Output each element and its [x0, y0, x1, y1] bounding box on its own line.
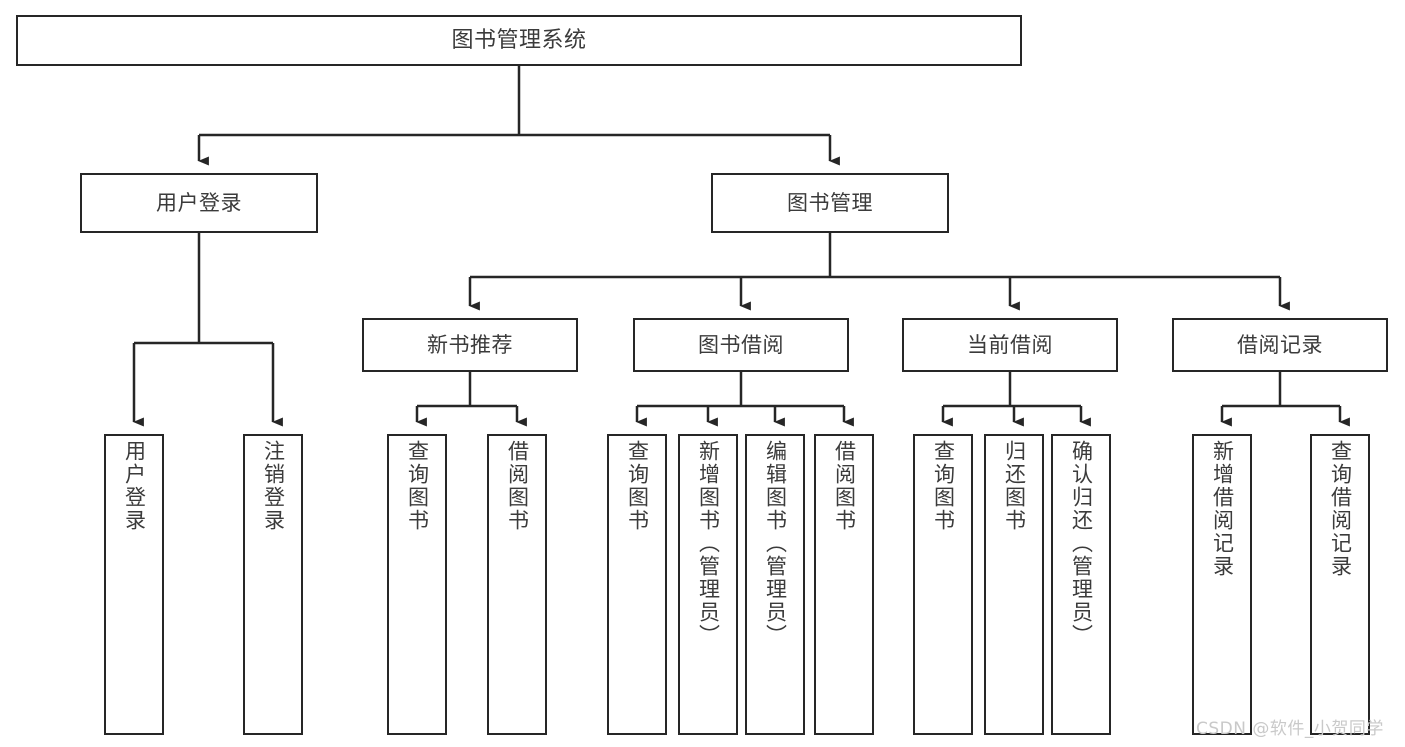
node-leaf-query-book-3-label: 查询图书 — [931, 440, 956, 532]
node-current-borrow[interactable]: 当前借阅 — [902, 318, 1118, 372]
node-book-borrow[interactable]: 图书借阅 — [633, 318, 849, 372]
node-leaf-confirm-return[interactable]: 确认归还（管理员） — [1051, 434, 1111, 735]
node-leaf-borrow-book-2[interactable]: 借阅图书 — [814, 434, 874, 735]
node-current-borrow-label: 当前借阅 — [967, 332, 1053, 357]
node-leaf-add-record-label: 新增借阅记录 — [1210, 440, 1235, 578]
node-user-login-label: 用户登录 — [156, 190, 242, 215]
node-leaf-query-book-1[interactable]: 查询图书 — [387, 434, 447, 735]
node-leaf-add-record[interactable]: 新增借阅记录 — [1192, 434, 1252, 735]
node-user-login[interactable]: 用户登录 — [80, 173, 318, 233]
node-leaf-query-book-1-label: 查询图书 — [405, 440, 430, 532]
node-leaf-query-book-2-label: 查询图书 — [625, 440, 650, 532]
node-leaf-edit-book-label: 编辑图书（管理员） — [763, 440, 788, 647]
node-leaf-query-book-2[interactable]: 查询图书 — [607, 434, 667, 735]
node-leaf-user-login[interactable]: 用户登录 — [104, 434, 164, 735]
node-leaf-logout-login[interactable]: 注销登录 — [243, 434, 303, 735]
node-book-borrow-label: 图书借阅 — [698, 332, 784, 357]
node-root-label: 图书管理系统 — [451, 27, 587, 53]
node-leaf-borrow-book-1-label: 借阅图书 — [505, 440, 530, 532]
node-leaf-query-book-3[interactable]: 查询图书 — [913, 434, 973, 735]
node-leaf-return-book[interactable]: 归还图书 — [984, 434, 1044, 735]
node-leaf-query-record-label: 查询借阅记录 — [1328, 440, 1353, 578]
node-leaf-add-book[interactable]: 新增图书（管理员） — [678, 434, 738, 735]
node-leaf-return-book-label: 归还图书 — [1002, 440, 1027, 532]
node-leaf-borrow-book-2-label: 借阅图书 — [832, 440, 857, 532]
node-leaf-query-record[interactable]: 查询借阅记录 — [1310, 434, 1370, 735]
node-new-book-recommend[interactable]: 新书推荐 — [362, 318, 578, 372]
node-leaf-edit-book[interactable]: 编辑图书（管理员） — [745, 434, 805, 735]
node-leaf-user-login-label: 用户登录 — [122, 440, 147, 532]
node-book-manage-label: 图书管理 — [787, 190, 873, 215]
node-book-manage[interactable]: 图书管理 — [711, 173, 949, 233]
node-borrow-record-label: 借阅记录 — [1237, 332, 1323, 357]
node-leaf-confirm-return-label: 确认归还（管理员） — [1069, 440, 1094, 647]
node-root[interactable]: 图书管理系统 — [16, 15, 1022, 66]
node-leaf-add-book-label: 新增图书（管理员） — [696, 440, 721, 647]
csdn-watermark: CSDN @软件_小贺同学 — [1196, 719, 1384, 739]
node-leaf-logout-login-label: 注销登录 — [261, 440, 286, 532]
node-borrow-record[interactable]: 借阅记录 — [1172, 318, 1388, 372]
node-leaf-borrow-book-1[interactable]: 借阅图书 — [487, 434, 547, 735]
node-new-book-recommend-label: 新书推荐 — [427, 332, 513, 357]
